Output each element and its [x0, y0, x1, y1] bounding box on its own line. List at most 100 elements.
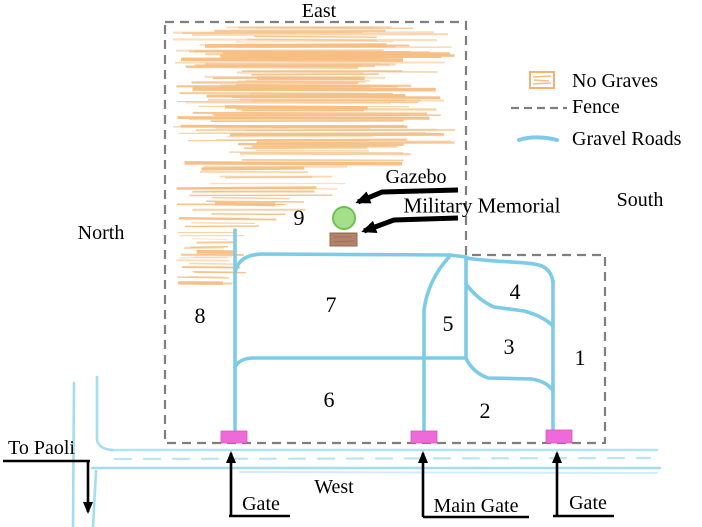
legend-road-sample — [517, 135, 559, 142]
no-graves-stroke — [257, 140, 451, 144]
no-graves-stroke — [187, 139, 369, 142]
no-graves-stroke — [192, 87, 436, 92]
no-graves-stroke — [255, 149, 370, 152]
no-graves-stroke — [177, 101, 418, 104]
road-section5-curve — [422, 255, 451, 435]
no-graves-stroke — [185, 64, 362, 68]
no-graves-stroke — [247, 38, 377, 42]
no-graves-stroke — [189, 262, 236, 265]
north-label: North — [77, 222, 125, 244]
no-graves-stroke — [212, 196, 290, 200]
main-gate-label: Main Gate — [433, 495, 519, 517]
no-graves-stroke — [191, 238, 227, 240]
no-graves-stroke — [201, 166, 305, 171]
military-memorial-label: Military Memorial — [403, 193, 561, 218]
no-graves-stroke — [205, 200, 305, 203]
section-1-label: 1 — [574, 345, 586, 370]
east-label: East — [301, 0, 337, 22]
no-graves-stroke — [178, 217, 277, 221]
legend-samples — [511, 71, 567, 142]
main-road-center-dashes — [113, 456, 652, 461]
no-graves-stroke — [190, 245, 229, 249]
section-9-label: 9 — [293, 205, 305, 230]
road-section2-curve — [464, 356, 555, 393]
no-graves-stroke — [177, 276, 230, 279]
legend-fence-label: Fence — [572, 96, 620, 118]
road-top-east-curve — [464, 256, 555, 285]
no-graves-stroke — [244, 128, 437, 132]
legend-no-graves-label: No Graves — [572, 70, 659, 92]
south-label: South — [616, 189, 664, 211]
road-to-paoli-west-line — [71, 381, 76, 527]
gate-left-rect — [220, 430, 248, 444]
section-3-label: 3 — [503, 334, 515, 359]
no-graves-stroke — [191, 81, 359, 85]
no-graves-stroke — [177, 116, 430, 120]
section-6-label: 6 — [323, 387, 335, 412]
no-graves-stroke — [235, 83, 412, 87]
gazebo-arrow — [355, 187, 459, 205]
west-label: West — [314, 476, 354, 498]
no-graves-stroke — [192, 111, 428, 115]
no-graves-stroke — [188, 275, 225, 278]
gazebo-label: Gazebo — [385, 166, 447, 188]
no-graves-stroke — [196, 249, 237, 254]
gate-main-rect — [410, 430, 438, 444]
no-graves-area — [172, 26, 456, 285]
military-memorial-icon — [329, 232, 358, 247]
main-road-extra-line — [239, 471, 658, 474]
gate-left-arrow — [226, 451, 290, 518]
gate-right-label: Gate — [569, 492, 607, 514]
section-5-label: 5 — [442, 311, 454, 336]
no-graves-stroke — [237, 142, 404, 146]
road-to-paoli-east-line-upper — [95, 375, 114, 452]
section-7-label: 7 — [325, 292, 337, 317]
landmarks — [329, 206, 358, 247]
gazebo-icon — [332, 206, 356, 230]
callouts — [3, 187, 614, 519]
no-graves-stroke — [224, 105, 368, 110]
gate-right-arrow — [552, 451, 614, 518]
no-graves-stroke — [228, 151, 404, 154]
road-middle-horizontal — [233, 356, 468, 369]
no-graves-stroke — [237, 80, 366, 83]
no-graves-stroke — [181, 266, 241, 269]
gate-right-rect — [545, 429, 573, 444]
no-graves-stroke — [239, 152, 411, 156]
no-graves-stroke — [189, 161, 371, 165]
gate-left-label: Gate — [242, 493, 280, 515]
to-paoli-label: To Paoli — [8, 437, 75, 459]
section-2-label: 2 — [479, 398, 491, 423]
gravel-roads — [233, 228, 555, 435]
no-graves-stroke — [251, 73, 379, 76]
section-4-label: 4 — [509, 279, 521, 304]
fence-outline — [163, 20, 607, 445]
no-graves-stroke — [251, 144, 390, 148]
legend-gravel-roads-label: Gravel Roads — [572, 128, 682, 150]
no-graves-stroke — [212, 76, 360, 80]
no-graves-stroke — [191, 33, 449, 36]
road-section34-curve — [464, 282, 555, 328]
no-graves-stroke — [225, 176, 313, 179]
no-graves-stroke — [179, 217, 250, 219]
gates — [220, 429, 573, 444]
no-graves-stroke — [253, 35, 377, 38]
no-graves-stroke — [204, 43, 387, 48]
road-top-horizontal — [233, 252, 468, 276]
no-graves-stroke — [247, 70, 438, 73]
no-graves-stroke — [182, 31, 363, 34]
no-graves-stroke — [242, 158, 404, 162]
section-8-label: 8 — [194, 303, 206, 328]
no-graves-stroke — [176, 49, 384, 52]
road-to-paoli-east-line-lower — [91, 469, 98, 527]
main-gate-arrow — [418, 451, 529, 519]
no-graves-stroke — [229, 132, 444, 137]
legend-no-graves-swatch — [529, 71, 555, 89]
no-graves-stroke — [236, 71, 364, 75]
no-graves-stroke — [172, 38, 438, 42]
no-graves-stroke — [191, 222, 256, 224]
military-memorial-arrow — [361, 215, 459, 234]
to-paoli-arrow — [3, 459, 93, 514]
